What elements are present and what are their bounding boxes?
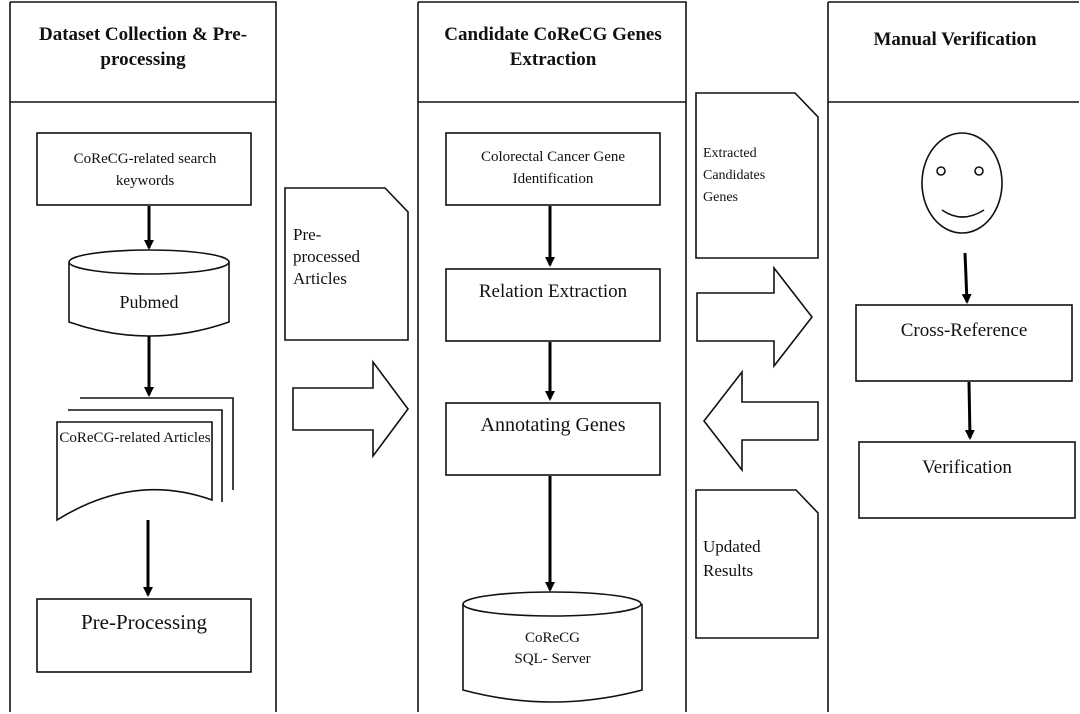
relation-extraction-label: Relation Extraction [478,281,628,302]
sql-server-label-line1: CoReCG [524,630,580,646]
smiley-left-eye [936,166,946,176]
smiley-mouth [941,209,985,218]
column-header-dataset-collection: Dataset Collection & Pre-processing [38,24,248,70]
column-header-candidate-extraction: Candidate CoReCG Genes Extraction [444,24,662,70]
arrow-crossref-to-verification [964,381,975,440]
pubmed-label: Pubmed [119,292,179,312]
cross-reference-box [855,304,1073,382]
preprocessed-articles-label: Pre- processed Articles [293,225,361,288]
pre-processing-label: Pre-Processing [81,610,207,634]
related-articles-label: CoReCG-related Articles [59,430,211,446]
sql-server-database [462,591,643,703]
updated-results-document [695,489,819,639]
search-keywords-box [36,132,252,206]
extracted-candidates-label: Extracted Candidates Genes [703,146,766,205]
pre-processing-box [36,598,252,673]
annotating-genes-box [445,402,661,476]
block-arrow-to-extraction [292,359,409,459]
sql-server-label-line2: SQL- Server [514,651,591,667]
block-arrow-to-verification [696,265,814,369]
search-keywords-label: CoReCG-related search keywords [73,151,217,189]
smiley-face-icon [921,132,1003,234]
relation-extraction-box [445,268,661,342]
updated-results-label: Updated Results [703,537,761,580]
block-arrow-back-to-extraction [702,369,819,473]
cross-reference-label: Cross-Reference [900,320,1028,341]
articles-document-stack [56,397,234,522]
arrow-face-to-crossref [961,252,972,304]
preprocessed-articles-document [284,187,409,341]
verification-box [858,441,1076,519]
verification-label: Verification [922,457,1012,478]
column-2-frame [417,1,687,712]
column-3-frame [827,1,1079,712]
column-1-frame [9,1,277,712]
gene-identification-label: Colorectal Cancer Gene Identification [480,149,626,187]
annotating-genes-label: Annotating Genes [480,414,626,436]
gene-identification-box [445,132,661,206]
smiley-right-eye [974,166,984,176]
extracted-candidates-document [695,92,819,259]
column-header-manual-verification: Manual Verification [873,29,1037,50]
pubmed-database [68,249,230,337]
